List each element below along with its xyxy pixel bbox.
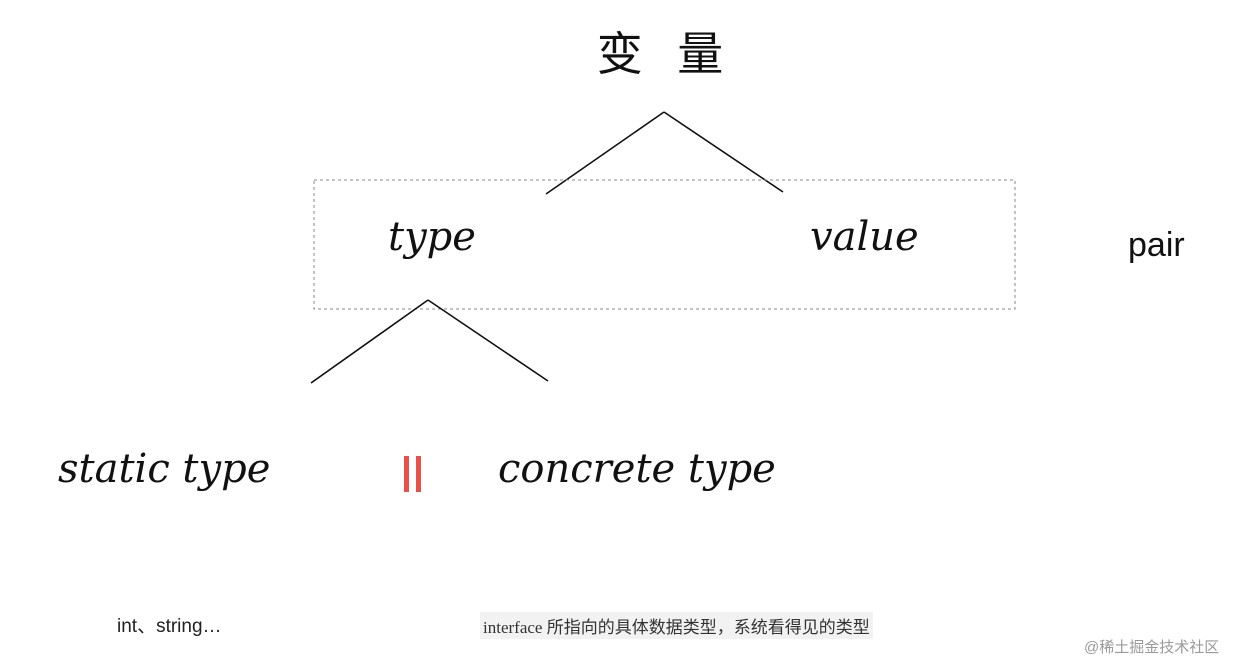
watermark: @稀土掘金技术社区 [1084,639,1220,656]
static-type-node: static type [58,446,271,492]
concrete-type-node: concrete type [498,446,776,492]
value-node: value [810,214,919,260]
edge-type-to-static [310,299,429,384]
separator-marker [402,456,424,492]
type-node: type [388,214,476,260]
concrete-type-note: interface 所指向的具体数据类型，系统看得见的类型 [480,612,873,639]
edge-type-to-concrete [427,299,549,382]
diagram-title: 变 量 [596,27,734,81]
pair-box [313,179,1016,310]
edge-root-to-value [663,111,784,193]
pair-label: pair [1128,226,1185,264]
edge-root-to-type [545,111,665,195]
static-type-note: int、string… [117,616,222,637]
